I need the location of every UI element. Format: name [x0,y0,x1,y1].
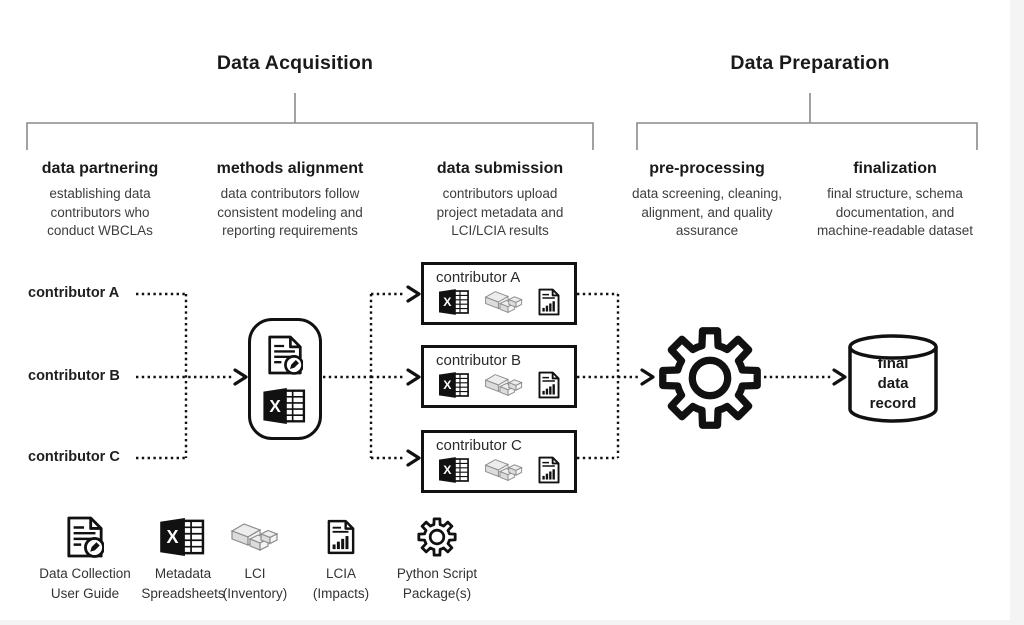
legend-label: Data Collection User Guide [39,566,131,601]
page-edge-right [1010,0,1024,625]
phase-bracket-preparation [636,93,978,150]
legend-item-lcia-impacts: LCIA (Impacts) [296,514,386,603]
arrowhead [406,449,421,467]
submission-box-label: contributor C [436,437,522,454]
methods-alignment-box [248,318,322,440]
lcia-chart-document-icon [538,288,560,316]
excel-icon [439,289,470,315]
submission-box-label: contributor B [436,352,522,369]
arrowhead [640,368,655,386]
contributor-label-c: contributor C [28,449,120,465]
contributor-label-b: contributor B [28,368,120,384]
stage-name: pre-processing [649,160,765,177]
arrowhead [233,368,248,386]
lcia-chart-document-icon [538,371,560,399]
excel-icon [439,457,470,483]
excel-icon [263,388,307,424]
stage-name: data partnering [41,160,159,177]
legend-item-lci-inventory: LCI (Inventory) [210,514,300,603]
stage-name: finalization [853,160,937,177]
database-label: final data record [869,355,917,412]
lci-boxes-icon [484,289,524,315]
phase-title-data-preparation: Data Preparation [730,52,890,74]
stage-finalization: finalization final structure, schema doc… [783,160,1007,241]
submission-box-a: contributor A [421,262,577,325]
submission-box-b: contributor B [421,345,577,408]
excel-icon [439,372,470,398]
lci-boxes-icon [230,521,280,553]
stage-description: data screening, cleaning, alignment, and… [631,186,783,239]
contributor-label-a: contributor A [28,285,120,301]
submission-box-label: contributor A [436,269,521,286]
arrowhead [406,368,421,386]
page-edge-bottom [0,620,1024,625]
lci-boxes-icon [484,457,524,483]
legend-item-python-script-packages: Python Script Package(s) [377,514,497,603]
lcia-chart-document-icon [538,456,560,484]
phase-title-data-acquisition: Data Acquisition [216,52,374,74]
lci-boxes-icon [484,372,524,398]
phase-bracket-acquisition [26,93,594,150]
stage-description: contributors upload project metadata and… [436,186,564,239]
stage-data-partnering: data partnering establishing data contri… [10,160,190,241]
legend-label: LCIA (Impacts) [312,566,370,601]
arrowhead [832,368,847,386]
legend-item-data-collection-user-guide: Data Collection User Guide [25,514,145,603]
legend-label: Metadata Spreadsheets [141,566,225,601]
excel-icon [160,518,206,556]
document-edit-icon [66,515,104,559]
stage-data-submission: data submission contributors upload proj… [398,160,602,241]
lcia-chart-document-icon [327,519,355,555]
legend-item-metadata-spreadsheets: Metadata Spreadsheets [123,514,243,603]
gear-icon [658,326,762,430]
legend-label: LCI (Inventory) [222,566,288,601]
gear-icon [417,517,457,557]
arrowhead [406,285,421,303]
stage-description: data contributors follow consistent mode… [217,186,363,239]
stage-description: establishing data contributors who condu… [47,186,153,239]
submission-box-c: contributor C [421,430,577,493]
legend-label: Python Script Package(s) [396,566,478,601]
document-edit-icon [267,334,303,376]
stage-description: final structure, schema documentation, a… [816,186,974,239]
stage-pre-processing: pre-processing data screening, cleaning,… [605,160,809,241]
stage-name: data submission [436,160,564,177]
stage-name: methods alignment [216,160,364,177]
stage-methods-alignment: methods alignment data contributors foll… [188,160,392,241]
